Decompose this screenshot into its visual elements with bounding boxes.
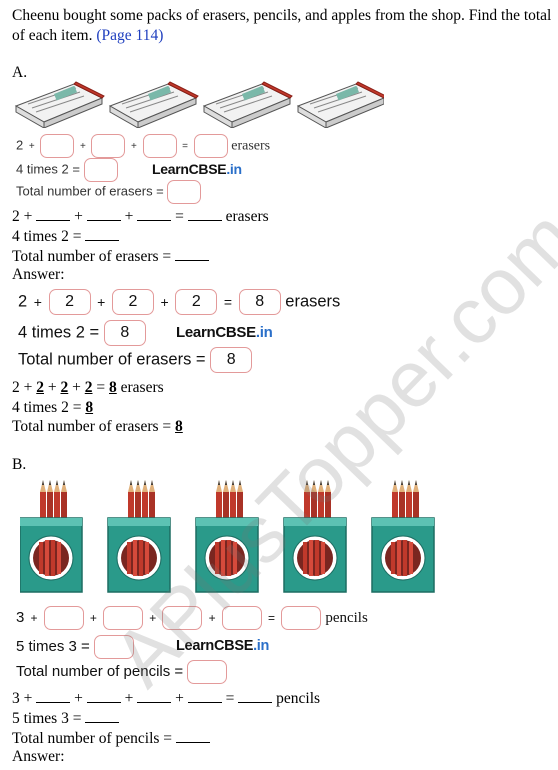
pencil-pack: [20, 479, 83, 593]
answer-text-times-a: 4 times 2 = 8: [12, 399, 94, 416]
blank: [36, 206, 71, 221]
answer-box: [43, 606, 84, 630]
answer-box-filled: 2: [111, 289, 154, 315]
result-box: [193, 134, 228, 158]
blank: [36, 688, 71, 703]
blank: [238, 688, 273, 703]
blank: [86, 206, 121, 221]
text-total-b: Total number of pencils =: [12, 728, 210, 748]
blank: [85, 708, 120, 723]
answer-text-equation-a: 2 + 2 + 2 + 2 = 8 erasers: [12, 379, 164, 396]
figure-times-b: 5 times 3 =: [16, 635, 134, 659]
figure-equation-a: 2 + + + = erasers: [16, 134, 270, 158]
answer-total-a: Total number of erasers = 8: [18, 347, 253, 373]
page-reference: (Page 114): [96, 27, 164, 44]
pencil-pack: [371, 479, 435, 593]
answer-box-filled: 8: [210, 347, 253, 373]
blank: [187, 688, 222, 703]
eraser-pack: [203, 81, 293, 128]
blank: [175, 728, 210, 743]
answer-box: [83, 158, 118, 182]
blank: [187, 206, 222, 221]
figure-times-a: 4 times 2 =: [16, 158, 118, 182]
answer-box-filled: 2: [175, 289, 218, 315]
number: 2: [16, 137, 24, 153]
answer-box: [103, 606, 144, 630]
answer-box: [93, 635, 134, 659]
answer-box-filled: 8: [103, 320, 146, 346]
figure-total-b: Total number of pencils =: [16, 660, 228, 684]
total-label: Total number of erasers =: [16, 183, 164, 199]
plus-sign: +: [79, 140, 86, 152]
learncbse-logo: LearnCBSE.in: [176, 638, 270, 654]
eraser-pack: [109, 81, 199, 128]
text-total-a: Total number of erasers =: [12, 246, 210, 266]
text-equation-a: 2 + + + = erasers: [12, 206, 269, 225]
answer-box: [40, 134, 75, 158]
eraser-pack: [15, 81, 105, 128]
answer-box: [142, 134, 177, 158]
figure-equation-b: 3 + + + + = pencils: [16, 606, 368, 630]
answer-equation-a: 2 + 2 + 2 + 2 = 8 erasers: [18, 289, 340, 315]
blank: [137, 688, 172, 703]
eraser-packs-figure: [15, 81, 384, 128]
question-body: Cheenu bought some packs of erasers, pen…: [12, 7, 552, 44]
result-box: [281, 606, 322, 630]
learncbse-logo: LearnCBSE.in: [176, 324, 273, 341]
blank: [137, 206, 172, 221]
section-a-label: A.: [12, 64, 28, 81]
answer-label-a: Answer:: [12, 266, 65, 283]
answer-box: [162, 606, 203, 630]
answer-text-total-a: Total number of erasers = 8: [12, 418, 183, 435]
text-times-b: 5 times 3 =: [12, 708, 120, 728]
text-times-a: 4 times 2 =: [12, 226, 120, 246]
learncbse-logo: LearnCBSE.in: [152, 161, 242, 177]
blank: [85, 226, 120, 241]
answer-box: [221, 606, 262, 630]
blank: [175, 246, 210, 261]
answer-box: [167, 180, 202, 204]
question-text: Cheenu bought some packs of erasers, pen…: [12, 6, 552, 46]
section-b-label: B.: [12, 456, 27, 473]
equals-sign: =: [182, 140, 188, 152]
unit-label: erasers: [231, 138, 271, 154]
plus-sign: +: [28, 140, 35, 152]
answer-box: [187, 660, 228, 684]
text-equation-b: 3 + + + + = pencils: [12, 688, 321, 707]
answer-box: [91, 134, 126, 158]
result-box-filled: 8: [238, 289, 281, 315]
times-label: 4 times 2 =: [16, 161, 80, 177]
answer-box-filled: 2: [48, 289, 91, 315]
answer-label-b: Answer:: [12, 748, 65, 765]
figure-total-a: Total number of erasers =: [16, 180, 202, 204]
answer-times-a: 4 times 2 = 8: [18, 320, 146, 346]
plus-sign: +: [131, 140, 137, 152]
eraser-pack: [297, 81, 384, 128]
blank: [86, 688, 121, 703]
